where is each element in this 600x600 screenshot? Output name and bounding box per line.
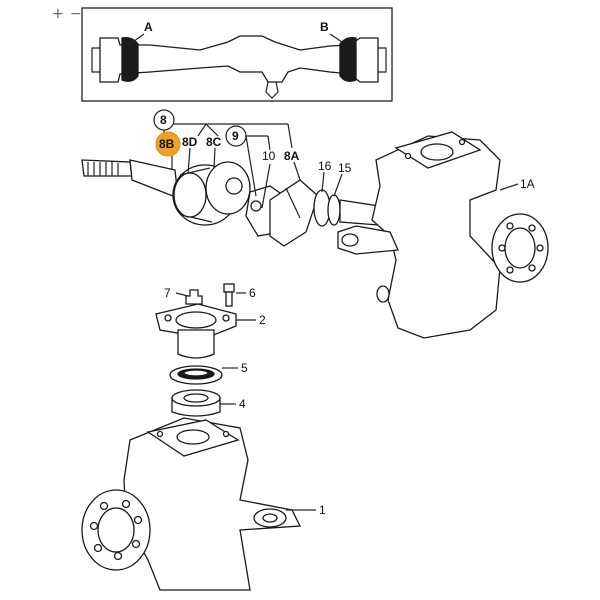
callout-2: 2 bbox=[259, 313, 266, 327]
zoom-out-icon[interactable]: − bbox=[70, 6, 82, 22]
callout-8b[interactable]: 8B bbox=[159, 137, 175, 151]
callout-8d: 8D bbox=[182, 135, 198, 149]
pin-stack bbox=[155, 283, 237, 417]
callout-1a: 1A bbox=[520, 177, 535, 191]
callout-8a: 8A bbox=[284, 149, 300, 163]
highlight-marker bbox=[155, 131, 181, 157]
inset-label-a: A bbox=[144, 20, 153, 34]
knuckle-housing-upper bbox=[337, 131, 549, 339]
inset-label-b: B bbox=[320, 20, 329, 34]
callout-8c: 8C bbox=[206, 135, 222, 149]
callout-1: 1 bbox=[319, 503, 326, 517]
knuckle-housing-lower bbox=[81, 417, 302, 591]
callout-15: 15 bbox=[338, 161, 352, 175]
callout-9: 9 bbox=[232, 129, 239, 143]
callout-8: 8 bbox=[160, 113, 167, 127]
axle-inset: A B bbox=[81, 7, 393, 102]
callouts: 8 8B 8D 8C 9 10 8A 16 15 1A 7 6 2 5 4 1 bbox=[153, 109, 535, 517]
callout-10: 10 bbox=[262, 149, 276, 163]
leader-lines bbox=[163, 123, 519, 511]
callout-6: 6 bbox=[249, 286, 256, 300]
drive-shaft-assembly bbox=[81, 159, 393, 247]
callout-5: 5 bbox=[241, 361, 248, 375]
callout-7: 7 bbox=[164, 286, 171, 300]
callout-16: 16 bbox=[318, 159, 332, 173]
zoom-in-icon[interactable]: + bbox=[52, 6, 64, 22]
callout-4: 4 bbox=[239, 397, 246, 411]
